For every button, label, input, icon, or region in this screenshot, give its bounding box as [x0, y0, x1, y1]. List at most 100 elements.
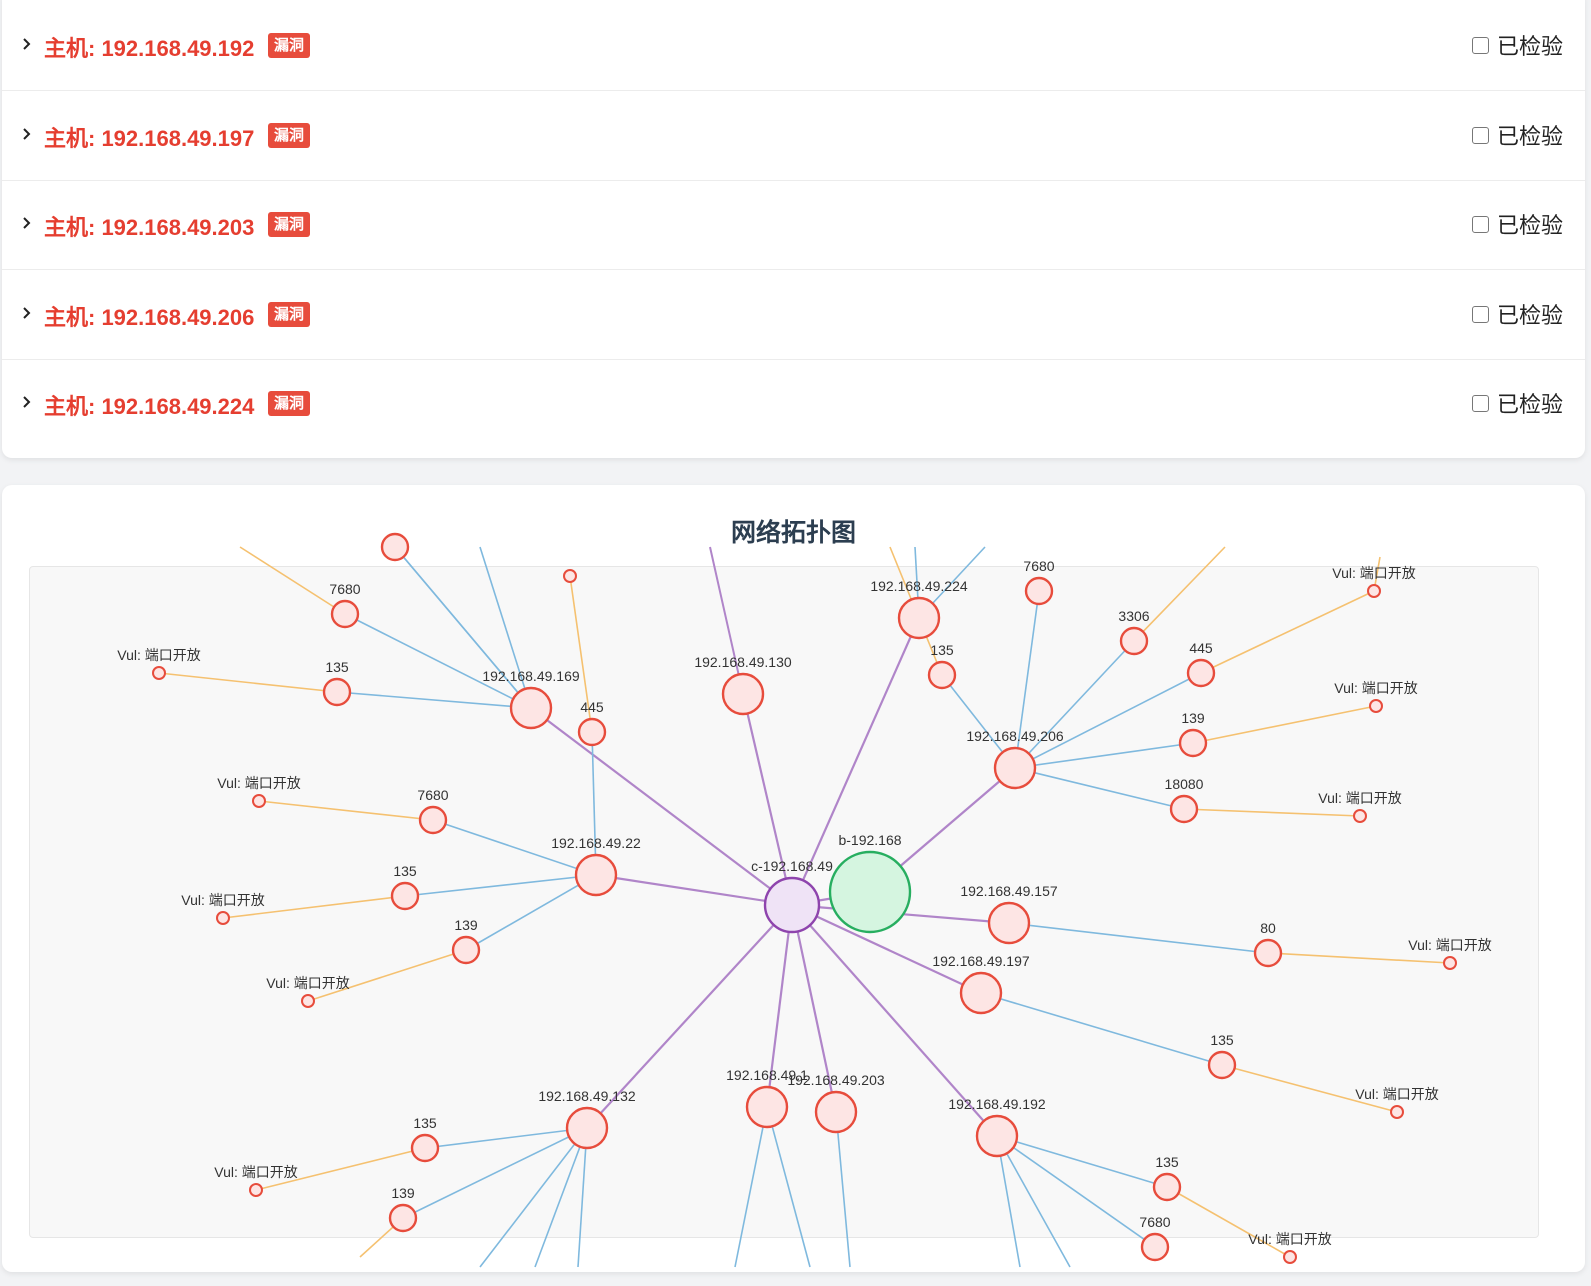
topology-node-host[interactable]: 192.168.49.224 — [870, 578, 968, 640]
node-circle[interactable] — [574, 853, 618, 897]
node-circle[interactable] — [987, 901, 1031, 945]
checked-label[interactable]: 已检验 — [1496, 303, 1563, 328]
chevron-right-icon[interactable] — [20, 216, 34, 230]
checked-checkbox[interactable] — [1471, 215, 1489, 233]
topology-node-host[interactable]: 192.168.49.22 — [551, 835, 641, 897]
topology-node-port[interactable]: 3306 — [1118, 608, 1150, 656]
topology-node-vul[interactable]: Vul: 端口开放 — [1408, 937, 1492, 970]
chevron-right-icon[interactable] — [20, 306, 34, 320]
topology-node-port[interactable]: 135 — [410, 1115, 440, 1163]
topology-svg[interactable]: c-192.168.49b-192.168 192.168.49.169 192.1… — [30, 532, 1538, 1268]
host-row[interactable]: 主机: 192.168.49.192 漏洞 已检验 — [2, 0, 1585, 91]
topology-node-port[interactable]: 7680 — [417, 787, 449, 835]
node-circle[interactable] — [721, 672, 765, 716]
checked-checkbox[interactable] — [1471, 36, 1489, 54]
topology-node-host[interactable]: 192.168.49.130 — [694, 654, 792, 716]
topology-node-port[interactable]: 7680 — [329, 581, 361, 629]
host-row[interactable]: 主机: 192.168.49.224 漏洞 已检验 — [2, 358, 1585, 448]
topology-node-vul[interactable]: Vul: 端口开放 — [1248, 1231, 1332, 1264]
checked-checkbox[interactable] — [1471, 305, 1489, 323]
checked-label[interactable]: 已检验 — [1496, 124, 1563, 149]
node-circle[interactable] — [1253, 938, 1283, 968]
checked-toggle[interactable]: 已检验 — [1471, 29, 1563, 61]
node-circle[interactable] — [410, 1133, 440, 1163]
topology-node-host[interactable]: 192.168.49.169 — [482, 668, 580, 730]
host-row[interactable]: 主机: 192.168.49.206 漏洞 已检验 — [2, 269, 1585, 360]
chevron-right-icon[interactable] — [20, 395, 34, 409]
node-circle[interactable] — [1140, 1232, 1170, 1262]
node-circle[interactable] — [993, 746, 1037, 790]
node-circle[interactable] — [1353, 809, 1367, 823]
checked-toggle[interactable]: 已检验 — [1471, 387, 1563, 419]
node-circle[interactable] — [388, 1203, 418, 1233]
node-circle[interactable] — [1283, 1250, 1297, 1264]
topology-node-port[interactable]: 135 — [1152, 1154, 1182, 1202]
node-circle[interactable] — [1152, 1172, 1182, 1202]
node-circle[interactable] — [897, 596, 941, 640]
checked-label[interactable]: 已检验 — [1496, 213, 1563, 238]
topology-node-port[interactable] — [380, 532, 410, 562]
topology-node-port[interactable]: 139 — [388, 1185, 418, 1233]
host-label[interactable]: 主机: 192.168.49.224 — [44, 394, 255, 419]
node-circle[interactable] — [565, 1106, 609, 1150]
topology-node-vul[interactable]: Vul: 端口开放 — [181, 892, 265, 925]
topology-node-port[interactable]: 18080 — [1165, 776, 1204, 824]
host-label[interactable]: 主机: 192.168.49.192 — [44, 36, 255, 61]
node-circle[interactable] — [1369, 699, 1383, 713]
node-circle[interactable] — [1178, 728, 1208, 758]
node-circle[interactable] — [1443, 956, 1457, 970]
node-circle[interactable] — [418, 805, 448, 835]
topology-node-port[interactable]: 7680 — [1139, 1214, 1171, 1262]
host-row[interactable]: 主机: 192.168.49.203 漏洞 已检验 — [2, 179, 1585, 270]
node-circle[interactable] — [763, 876, 821, 934]
topology-node-vul[interactable]: Vul: 端口开放 — [1334, 680, 1418, 713]
checked-checkbox[interactable] — [1471, 394, 1489, 412]
topology-node-vul[interactable]: Vul: 端口开放 — [1355, 1086, 1439, 1119]
topology-node-port[interactable]: 80 — [1253, 920, 1283, 968]
node-circle[interactable] — [152, 666, 166, 680]
node-circle[interactable] — [577, 717, 607, 747]
topology-node-host[interactable]: 192.168.49.197 — [932, 953, 1030, 1015]
topology-node-port[interactable]: 445 — [577, 699, 607, 747]
node-circle[interactable] — [1207, 1050, 1237, 1080]
checked-toggle[interactable]: 已检验 — [1471, 298, 1563, 330]
topology-node-vul[interactable]: Vul: 端口开放 — [266, 975, 350, 1008]
host-label[interactable]: 主机: 192.168.49.203 — [44, 215, 255, 240]
node-circle[interactable] — [563, 569, 577, 583]
topology-node-center[interactable]: c-192.168.49 — [751, 858, 833, 934]
node-circle[interactable] — [301, 994, 315, 1008]
topology-node-root[interactable]: b-192.168 — [828, 832, 912, 934]
checked-label[interactable]: 已检验 — [1496, 392, 1563, 417]
topology-node-port[interactable]: 135 — [390, 863, 420, 911]
topology-node-port[interactable]: 135 — [927, 642, 957, 690]
topology-node-host[interactable]: 192.168.49.206 — [966, 728, 1064, 790]
chevron-right-icon[interactable] — [20, 37, 34, 51]
topology-node-port[interactable]: 139 — [451, 917, 481, 965]
node-circle[interactable] — [380, 532, 410, 562]
node-circle[interactable] — [390, 881, 420, 911]
topology-node-host[interactable]: 192.168.49.157 — [960, 883, 1058, 945]
node-circle[interactable] — [975, 1114, 1019, 1158]
node-circle[interactable] — [814, 1090, 858, 1134]
topology-node-port[interactable]: 445 — [1186, 640, 1216, 688]
checked-toggle[interactable]: 已检验 — [1471, 208, 1563, 240]
topology-node-vul[interactable]: Vul: 端口开放 — [1318, 790, 1402, 823]
topology-node-host[interactable]: 192.168.49.132 — [538, 1088, 636, 1150]
node-circle[interactable] — [322, 677, 352, 707]
node-circle[interactable] — [1390, 1105, 1404, 1119]
topology-node-port[interactable]: 135 — [1207, 1032, 1237, 1080]
node-circle[interactable] — [330, 599, 360, 629]
topology-node-port[interactable]: 135 — [322, 659, 352, 707]
node-circle[interactable] — [451, 935, 481, 965]
topology-node-vul[interactable] — [563, 569, 577, 583]
chevron-right-icon[interactable] — [20, 127, 34, 141]
topology-node-vul[interactable]: Vul: 端口开放 — [1332, 565, 1416, 598]
node-circle[interactable] — [1119, 626, 1149, 656]
node-circle[interactable] — [216, 911, 230, 925]
node-circle[interactable] — [509, 686, 553, 730]
checked-toggle[interactable]: 已检验 — [1471, 119, 1563, 151]
topology-node-port[interactable]: 139 — [1178, 710, 1208, 758]
topology-node-vul[interactable]: Vul: 端口开放 — [217, 775, 301, 808]
topology-node-port[interactable]: 7680 — [1023, 558, 1055, 606]
